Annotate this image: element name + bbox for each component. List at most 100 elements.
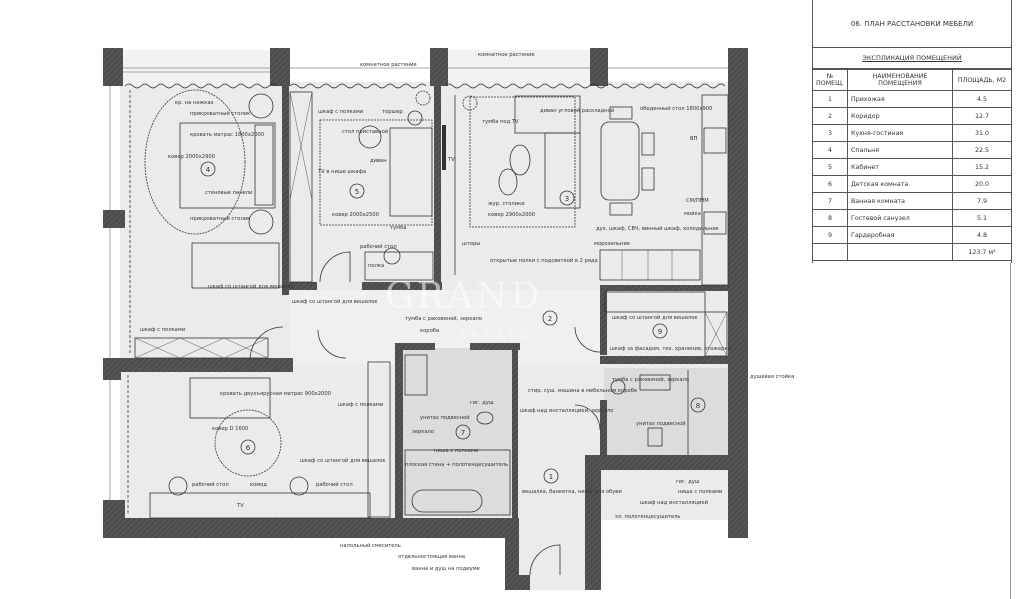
annotation: ковер 2000х2900 (168, 154, 215, 160)
room-number-circle (455, 424, 471, 440)
room-name: Коридор (846, 107, 954, 125)
room-name: Спальня (846, 141, 954, 159)
bedroom-furniture (134, 89, 280, 359)
sheet-title: 06. ПЛАН РАССТАНОВКИ МЕБЕЛИ (813, 0, 1011, 48)
cooktop (703, 127, 727, 154)
nightstand (248, 93, 274, 119)
annotation: стеновые панели (205, 190, 252, 196)
annotation: унитаз подвесной (420, 414, 470, 421)
room-name: Прихожая (846, 90, 954, 108)
room-area: 22.5 (952, 141, 1011, 159)
svg-text:GRAND: GRAND (385, 276, 542, 317)
rug (469, 96, 576, 228)
annotation: торшер (382, 109, 403, 115)
sofa-corner (544, 132, 581, 209)
room-number-3: 3 (565, 195, 569, 203)
annotation: стир. суш. машина в мебельном коробе (528, 388, 637, 394)
annotation: тумба (390, 225, 406, 231)
svg-text:8: 8 (696, 402, 700, 410)
annotation: эл. полотенцесушитель (615, 514, 680, 520)
annotation: прикроватный столик (190, 110, 250, 117)
sofa (389, 127, 433, 217)
room-name: Детская комната (846, 175, 954, 193)
curtain (444, 83, 726, 89)
annotation: ниша с полками (434, 448, 478, 454)
chair (168, 476, 188, 496)
annotation: диван угловой раскладной (540, 107, 614, 114)
nightstand (248, 209, 274, 235)
chair (289, 476, 309, 496)
desk-row (149, 492, 371, 519)
annotation: прикроватный столик (190, 215, 250, 222)
annotation: гиг. душ (470, 400, 494, 406)
room-no: 5 (813, 158, 848, 176)
chair (641, 132, 655, 156)
kids-furniture (149, 377, 371, 519)
room-number-4: 4 (200, 161, 216, 177)
room-number-circle (559, 190, 575, 206)
guest-wc-fixtures (610, 370, 689, 455)
room-name: Ванная комната (846, 192, 954, 210)
room-no: 9 (813, 226, 848, 244)
room-schedule-table: № ПОМЕЩ. НАИМЕНОВАНИЕ ПОМЕЩЕНИЯ ПЛОЩАДЬ,… (813, 69, 1011, 261)
room-area: 7.9 (952, 192, 1011, 210)
annotation: ВП (690, 136, 698, 142)
annotation: мойка (684, 210, 701, 217)
table-header: № ПОМЕЩ. НАИМЕНОВАНИЕ ПОМЕЩЕНИЯ ПЛОЩАДЬ,… (813, 69, 1011, 91)
headboard (254, 124, 274, 206)
curtain (289, 83, 427, 89)
annotation: полка (368, 263, 384, 269)
room-no: 2 (813, 107, 848, 125)
study-furniture (289, 91, 434, 283)
annotation: жур. столики (488, 201, 525, 207)
room-name: Гардеробная (846, 226, 954, 244)
annotation: ковер D 1600 (212, 426, 248, 432)
room-no: 3 (813, 124, 848, 142)
room-number-6: 6 (240, 439, 256, 455)
annotation: морозильник (594, 241, 630, 247)
room-area: 5.1 (952, 209, 1011, 227)
chair (609, 106, 633, 120)
annotation: шкаф со штангой для вешалок (208, 283, 294, 290)
rug (214, 409, 282, 477)
door-swing (317, 329, 347, 359)
annotation: зеркало (412, 429, 434, 435)
room-area: 12.7 (952, 107, 1011, 125)
annotation: вешалка, банкетка, ниша для обуви (522, 489, 622, 495)
bed (179, 122, 276, 209)
annotations: кр. на ножках прикроватный столик кроват… (140, 52, 794, 572)
door-swing (319, 251, 351, 283)
living-furniture (442, 94, 729, 286)
annotation: диван (370, 158, 387, 164)
annotation: тумба с раковиной, зеркало (612, 376, 689, 383)
floor-lamp (407, 110, 423, 126)
annotation: рабочий стол (360, 243, 397, 250)
bathtub (411, 489, 483, 513)
column-header: НАИМЕНОВАНИЕ ПОМЕЩЕНИЯ (846, 69, 954, 91)
door-swing (574, 326, 601, 353)
balcony-bay-2 (445, 50, 595, 85)
column-header: ПЛОЩАДЬ, М2 (952, 69, 1011, 91)
bathroom-floor (400, 348, 515, 516)
svg-text:4: 4 (206, 166, 211, 174)
wardrobe (367, 361, 391, 518)
room-name: Гостевой санузел (846, 209, 954, 227)
plant-icon (415, 90, 478, 111)
total-area: 123.7 м² (952, 243, 1011, 261)
watermark: GRAND ESTATE (385, 276, 542, 342)
annotation: короба (420, 328, 439, 334)
annotation: шкаф за фасадом, тех. хранение, этажерка (610, 346, 731, 352)
chair (641, 167, 655, 191)
side-table (358, 125, 382, 149)
annotation: шкаф над инсталляцией (640, 499, 708, 506)
curtain (124, 83, 278, 89)
svg-text:9: 9 (658, 328, 662, 336)
annotation: напольный смеситель (340, 542, 401, 549)
annotation: отдельностоящая ванна (398, 554, 465, 560)
walls (103, 48, 748, 590)
room-number-5: 5 (349, 183, 365, 199)
